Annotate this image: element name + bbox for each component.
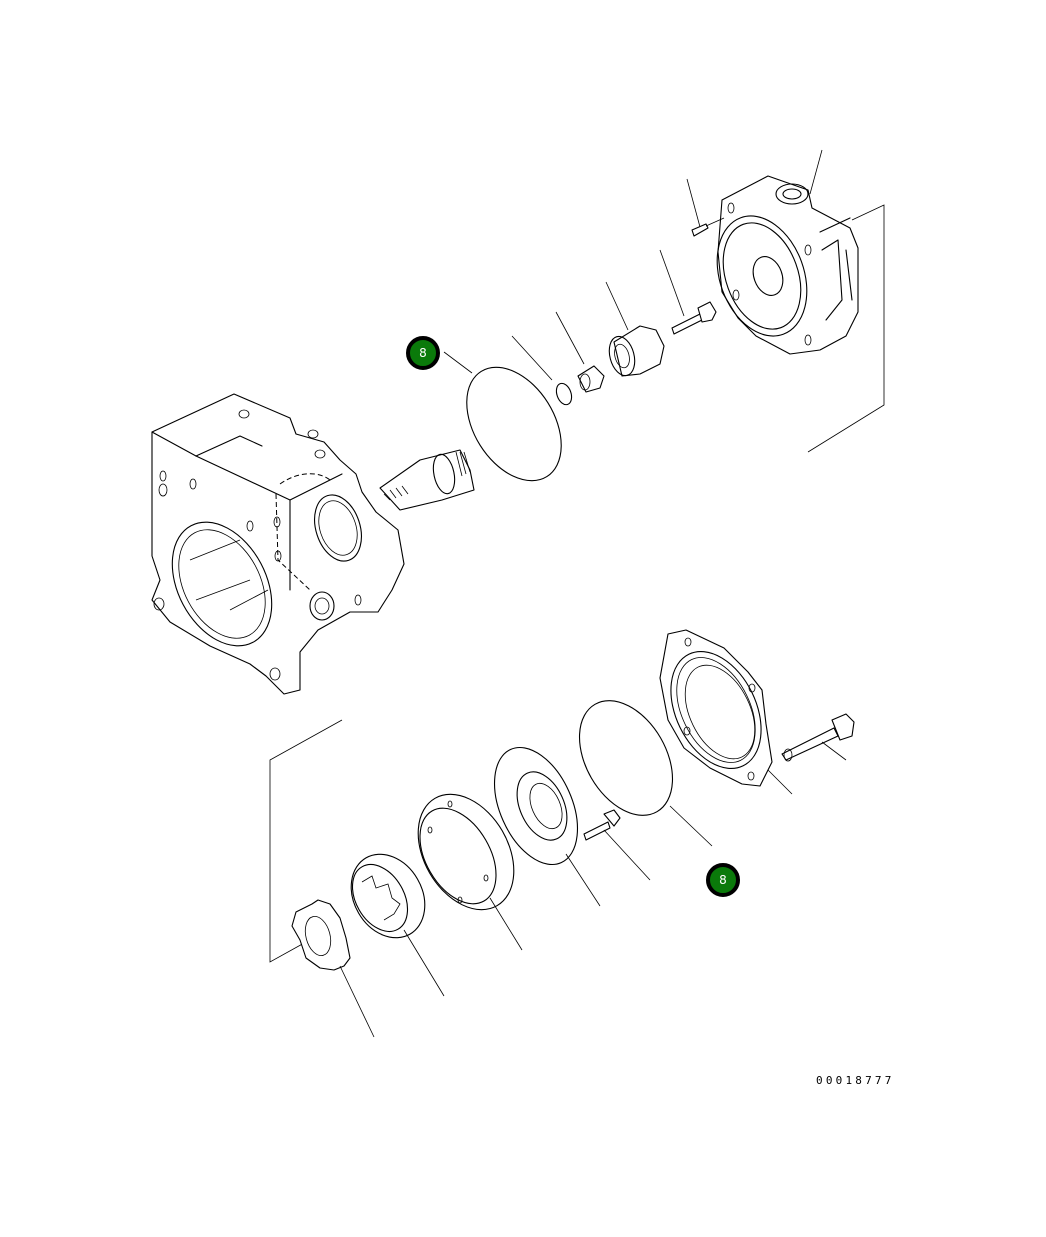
- inner-gear-rotor[interactable]: [291, 899, 375, 1038]
- bolt-lower[interactable]: [781, 713, 855, 762]
- bolt-small[interactable]: [583, 809, 651, 881]
- o-ring-upper[interactable]: [443, 350, 581, 498]
- group-bracket: [807, 204, 885, 453]
- callout-label: 8: [719, 873, 727, 887]
- pump-housing[interactable]: [151, 393, 405, 695]
- bushing[interactable]: [555, 311, 605, 393]
- callout-badge-8-lower[interactable]: 8: [706, 863, 740, 897]
- callout-badge-8-upper[interactable]: 8: [406, 336, 440, 370]
- spline-shaft[interactable]: [379, 449, 475, 511]
- end-cover[interactable]: [701, 175, 859, 355]
- small-o-ring[interactable]: [511, 335, 574, 407]
- outer-gear-rotor[interactable]: [337, 841, 445, 997]
- drawing-number: 00018777: [816, 1074, 895, 1087]
- o-ring-lower[interactable]: [560, 684, 713, 847]
- spline-coupling[interactable]: [605, 281, 665, 378]
- flange-cover[interactable]: [653, 629, 793, 795]
- leader-line: [809, 149, 823, 195]
- group-bracket-lower: [269, 719, 343, 963]
- callout-label: 8: [419, 346, 427, 360]
- port-plate[interactable]: [478, 735, 601, 907]
- bolt-upper[interactable]: [659, 249, 717, 335]
- rotor-housing-ring[interactable]: [399, 777, 534, 951]
- dowel-pin[interactable]: [686, 178, 725, 237]
